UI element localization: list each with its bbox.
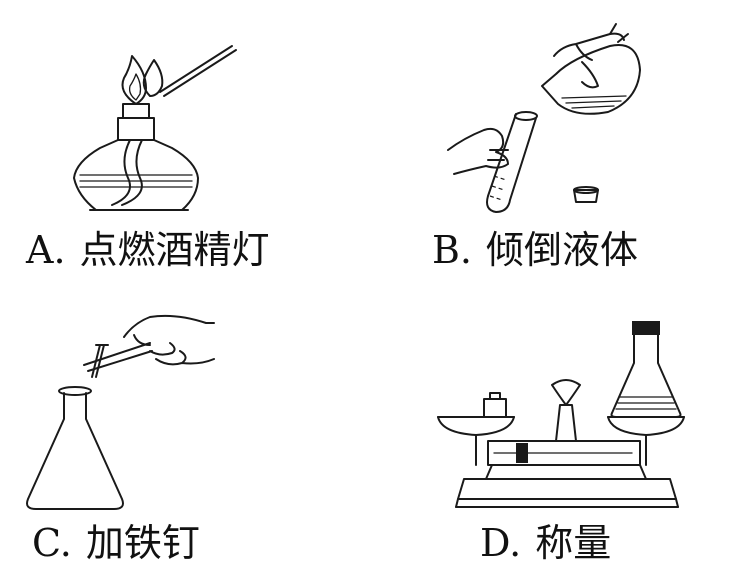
- figure-b: B. 倾倒液体: [376, 0, 752, 293]
- figure-a-label: 点燃酒精灯: [79, 228, 270, 272]
- figure-a-caption: A. 点燃酒精灯: [26, 228, 270, 272]
- figure-c-letter: C.: [32, 521, 72, 565]
- figure-d: D. 称量: [376, 293, 752, 586]
- figure-b-label: 倾倒液体: [486, 228, 639, 272]
- figure-b-letter: B.: [432, 228, 473, 272]
- balance-weighing-icon: [437, 321, 685, 508]
- figure-c: C. 加铁钉: [0, 293, 376, 586]
- figure-b-caption: B. 倾倒液体: [432, 228, 638, 272]
- pouring-liquid-icon: [447, 23, 641, 213]
- figure-c-label: 加铁钉: [85, 521, 200, 565]
- alcohol-lamp-lighting-icon: [73, 45, 237, 211]
- adding-iron-nail-icon: [26, 314, 215, 510]
- figure-a: A. 点燃酒精灯: [0, 0, 376, 293]
- figure-a-letter: A.: [26, 228, 66, 272]
- figure-c-caption: C. 加铁钉: [32, 521, 200, 565]
- figure-d-caption: D. 称量: [480, 521, 611, 565]
- figure-d-label: 称量: [535, 521, 612, 565]
- figure-d-letter: D.: [480, 521, 522, 565]
